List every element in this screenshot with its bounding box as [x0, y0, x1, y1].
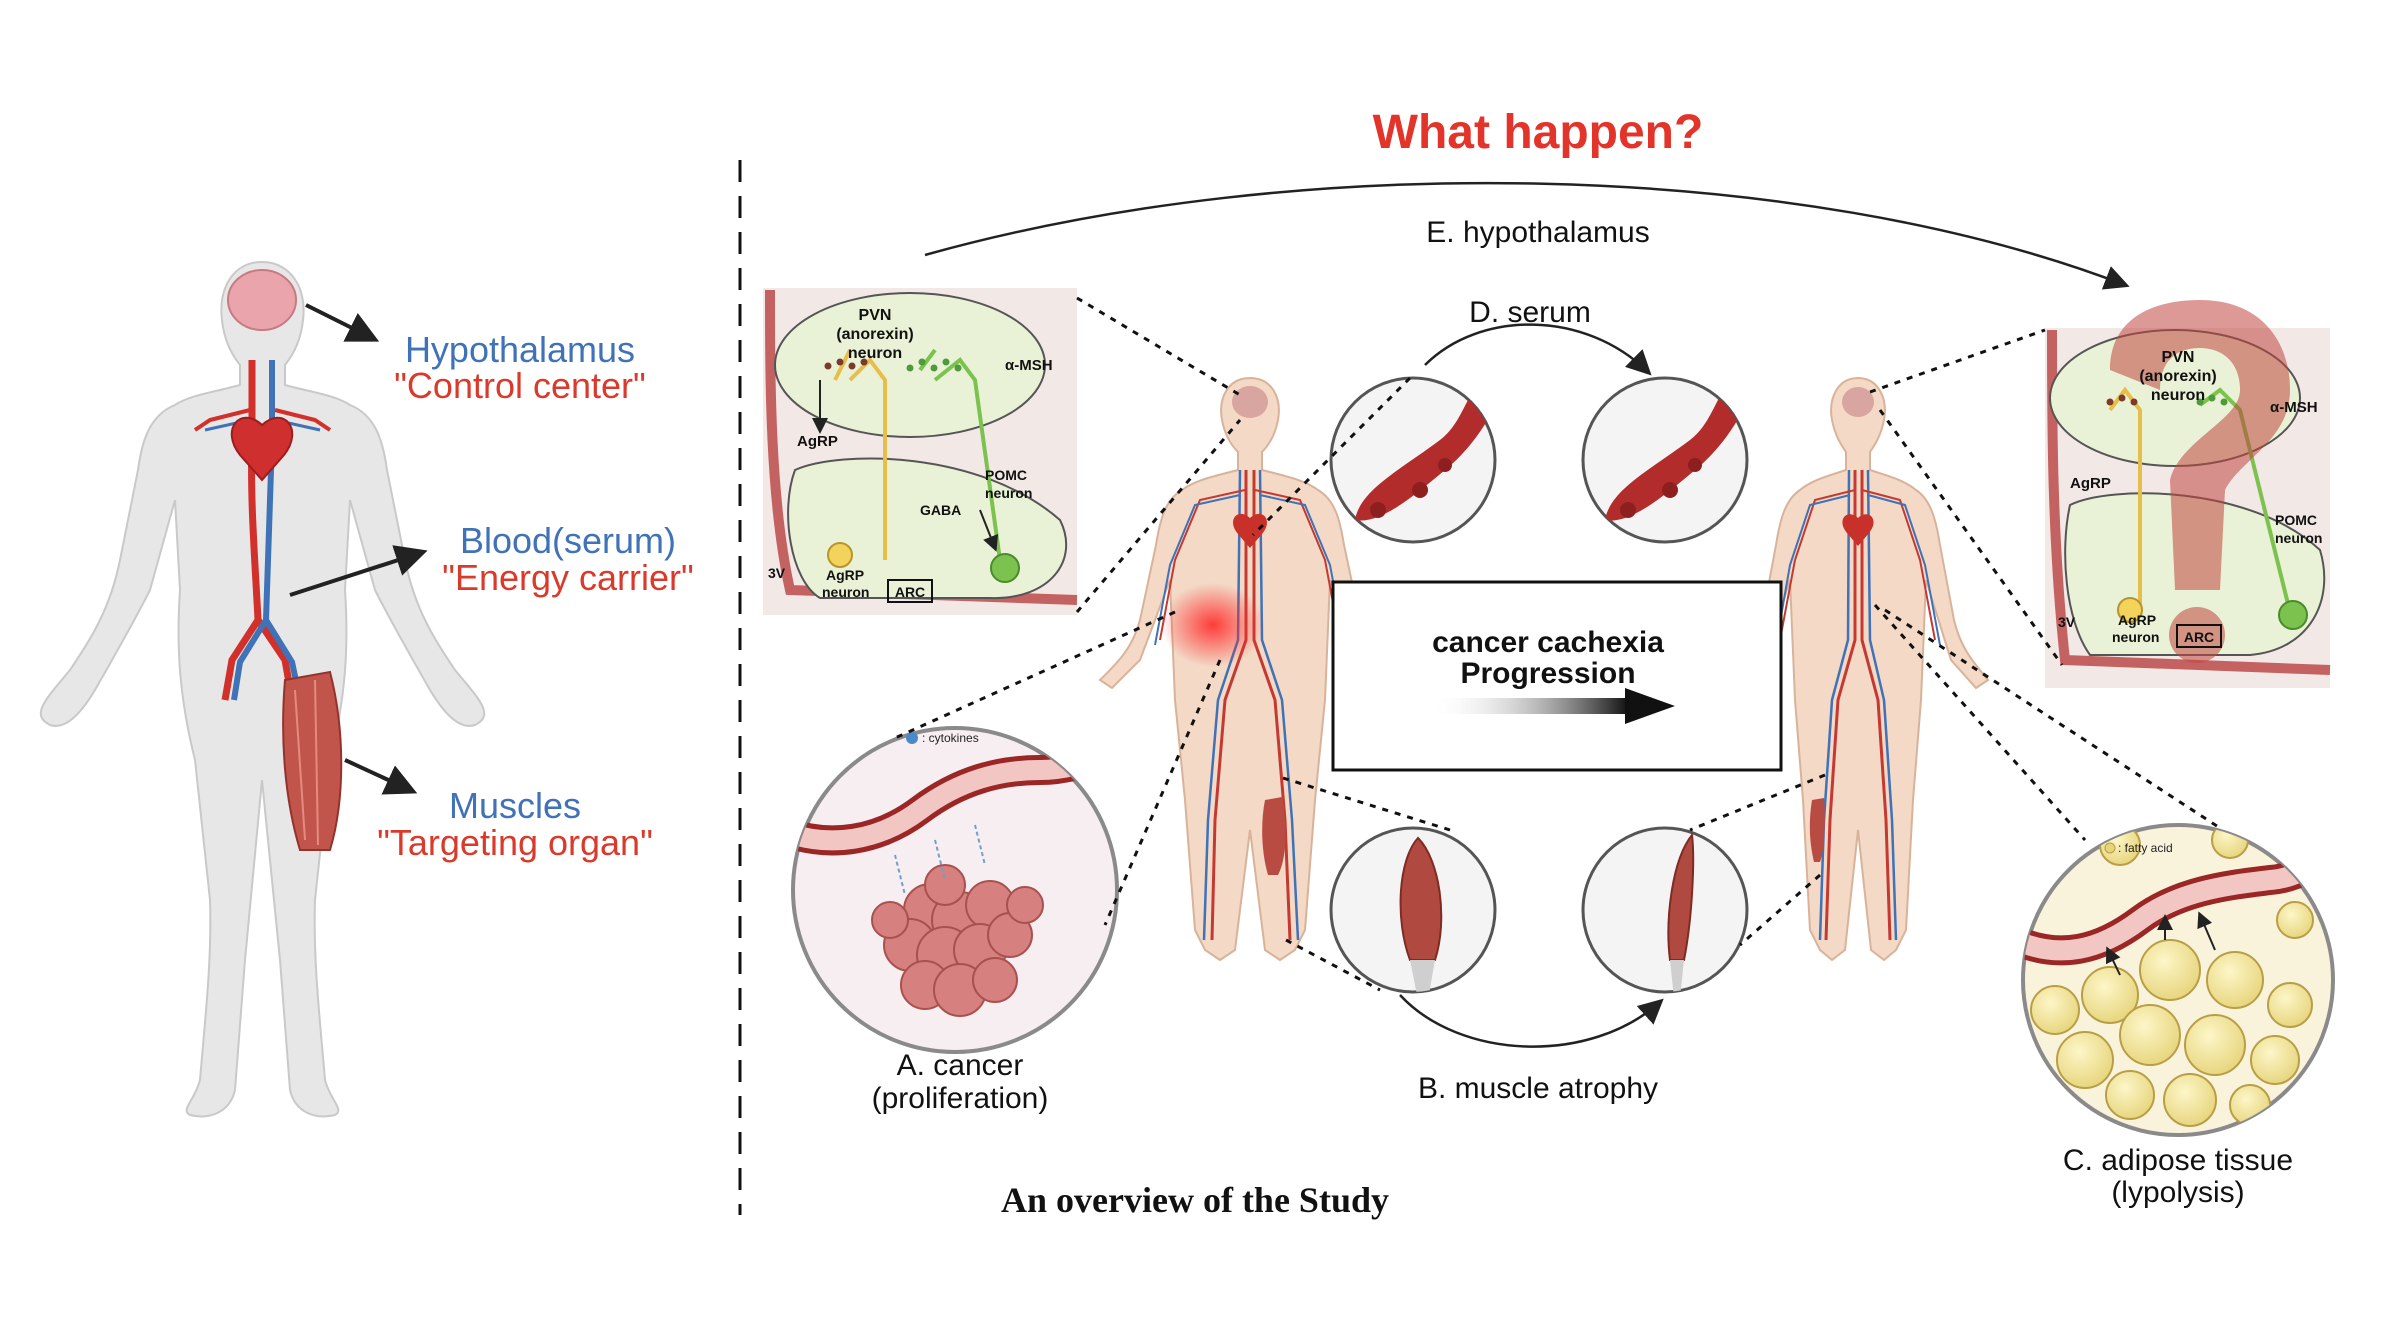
inset-pvn-3: neuron	[848, 345, 902, 362]
inset2-agrp-neuron-1: AgRP	[2118, 612, 2156, 628]
head-brain-after-icon	[1842, 387, 1874, 417]
inset-msh: α-MSH	[1005, 357, 1053, 374]
figure-caption: An overview of the Study	[1001, 1180, 1389, 1220]
body-before	[1098, 376, 1402, 962]
cytokine-legend-icon	[906, 732, 918, 744]
hypothalamus-role: "Control center"	[394, 365, 646, 406]
muscles-arrow	[344, 758, 418, 795]
left-body-figure	[39, 260, 486, 1118]
tumor-cluster	[871, 864, 1044, 1017]
heart-small-icon	[1233, 513, 1267, 548]
inset2-pomc-1: POMC	[2275, 512, 2317, 528]
cancer-circle: : cytokines	[791, 726, 1119, 1054]
inset2-pomc-2: neuron	[2275, 530, 2322, 546]
progression-line1: cancer cachexia	[1432, 626, 1664, 659]
cytokine-legend: : cytokines	[922, 731, 979, 745]
head-brain-icon	[1232, 386, 1268, 418]
inset2-pvn-3: neuron	[2151, 387, 2205, 404]
muscle-circle-after	[1581, 826, 1749, 994]
inset2-pvn-1: PVN	[2162, 349, 2195, 366]
hypothalamus-e-label: E. hypothalamus	[1426, 216, 1649, 249]
muscle-circle-before	[1329, 826, 1497, 994]
muscle-after-icon	[1809, 798, 1825, 862]
inset-agrp-neuron-1: AgRP	[826, 567, 864, 583]
fat-cells	[2030, 825, 2314, 1127]
inset-pomc-1: POMC	[985, 467, 1027, 483]
muscles-role: "Targeting organ"	[377, 822, 653, 863]
fatty-acid-legend-icon	[2104, 842, 2116, 854]
inset-pomc-2: neuron	[985, 485, 1032, 501]
inset-arc: ARC	[895, 584, 925, 600]
heart-icon	[230, 416, 294, 482]
muscle-label: B. muscle atrophy	[1418, 1072, 1658, 1105]
serum-label: D. serum	[1469, 296, 1591, 329]
blood-label: Blood(serum)	[460, 520, 676, 561]
progression-arrow-head	[1625, 688, 1675, 724]
cancer-label: A. cancer	[897, 1049, 1024, 1082]
progression-line2: Progression	[1460, 657, 1635, 690]
progression-box	[1331, 580, 1783, 772]
brain-inset-before: PVN (anorexin) neuron α-MSH AgRP POMC ne…	[763, 288, 1078, 615]
muscle-before-icon	[1262, 797, 1286, 875]
adipose-sublabel: (lypolysis)	[2111, 1176, 2244, 1209]
inset-gaba: GABA	[920, 502, 961, 518]
serum-arrow	[1424, 323, 1652, 376]
fatty-acid-legend: : fatty acid	[2118, 841, 2173, 855]
blood-arrow	[289, 545, 428, 597]
inset-agrp-neuron-2: neuron	[822, 584, 869, 600]
inset-agrp: AgRP	[797, 433, 838, 450]
hypothalamus-long-arrow	[924, 181, 2130, 290]
question-mark-icon	[2110, 300, 2290, 590]
adipose-label: C. adipose tissue	[2063, 1144, 2293, 1177]
brain-inset-after: PVN (anorexin) neuron α-MSH AgRP POMC ne…	[2045, 300, 2331, 688]
inset-pvn-1: PVN	[859, 307, 892, 324]
body-after	[1726, 376, 1990, 962]
inset2-msh: α-MSH	[2270, 399, 2318, 416]
progression-arrow-shaft	[1430, 698, 1628, 714]
inset2-arc: ARC	[2184, 629, 2214, 645]
inset-3v: 3V	[768, 565, 786, 581]
inset-pvn-2: (anorexin)	[836, 326, 913, 343]
brain-icon	[227, 269, 297, 331]
muscle-arrow	[1399, 994, 1664, 1048]
adipose-circle: : fatty acid	[2021, 823, 2335, 1137]
heart-after-icon	[1842, 514, 1874, 546]
inset2-pvn-2: (anorexin)	[2139, 368, 2216, 385]
question-title: What happen?	[1373, 106, 1704, 159]
hypothalamus-label: Hypothalamus	[405, 329, 635, 370]
blood-role: "Energy carrier"	[442, 557, 694, 598]
inset2-agrp-neuron-2: neuron	[2112, 629, 2159, 645]
cancer-sublabel: (proliferation)	[872, 1082, 1049, 1115]
inset2-3v: 3V	[2058, 614, 2076, 630]
hypothalamus-arrow	[305, 303, 380, 342]
inset2-agrp: AgRP	[2070, 475, 2111, 492]
dotted-connectors	[894, 296, 2221, 992]
serum-circle-before	[1329, 376, 1497, 544]
serum-circle-after	[1581, 376, 1749, 544]
muscles-label: Muscles	[449, 785, 581, 826]
tumor-glow	[1161, 583, 1265, 667]
